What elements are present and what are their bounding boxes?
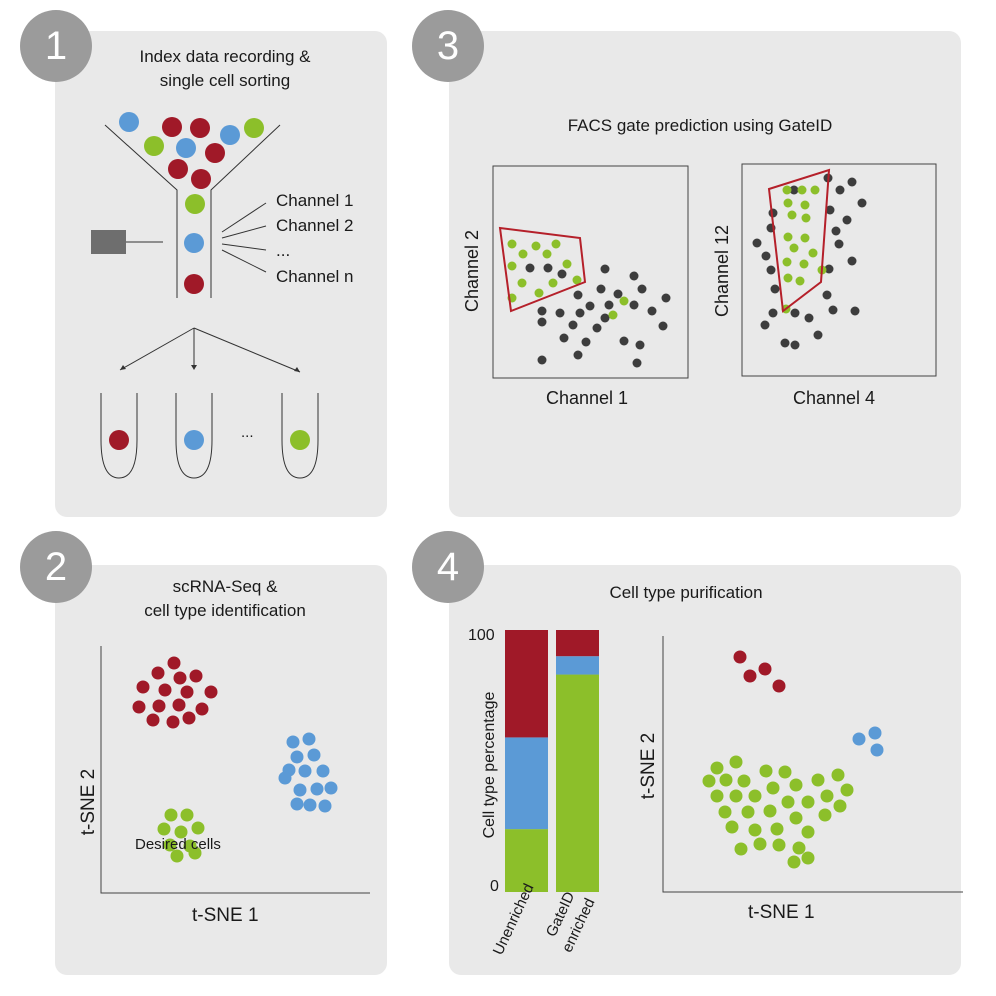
tube-3 bbox=[281, 393, 319, 479]
tsne-xlabel-panel2: t-SNE 1 bbox=[192, 905, 259, 926]
desired-cells-label: Desired cells bbox=[135, 836, 221, 853]
cell-blue bbox=[176, 138, 196, 158]
cell-red bbox=[190, 118, 210, 138]
bar-segment-blue-2 bbox=[556, 656, 599, 675]
panel4-title: Cell type purification bbox=[609, 583, 763, 602]
panel2-title-line1: scRNA-Seq & bbox=[172, 577, 278, 596]
facs-plot1-frame bbox=[492, 165, 689, 379]
tsne-axes-panel4 bbox=[662, 636, 963, 893]
tsne-xlabel-panel4: t-SNE 1 bbox=[748, 902, 815, 923]
funnel-outline-left bbox=[104, 124, 178, 298]
bar-segment-green-1 bbox=[505, 829, 548, 892]
panel-2 bbox=[55, 565, 387, 975]
panel2-title-line2: cell type identification bbox=[144, 601, 306, 620]
cell-green bbox=[185, 194, 205, 214]
facs-plot1-green-cells bbox=[507, 239, 629, 320]
blue-cluster bbox=[278, 732, 338, 813]
cell-blue bbox=[184, 233, 204, 253]
cell-red bbox=[168, 159, 188, 179]
step-badge-1: 1 bbox=[20, 10, 92, 82]
cell-green bbox=[244, 118, 264, 138]
cell-red bbox=[205, 143, 225, 163]
tsne-axes bbox=[100, 646, 370, 894]
cell-blue bbox=[220, 125, 240, 145]
channel-label-1: Channel 1 bbox=[276, 191, 354, 210]
bar-segment-red-2 bbox=[556, 630, 599, 657]
bar-segment-blue-1 bbox=[505, 737, 548, 830]
step-badge-2: 2 bbox=[20, 531, 92, 603]
blue-cluster-small bbox=[852, 726, 884, 757]
tube-cell-red bbox=[109, 430, 129, 450]
facs-gate-1 bbox=[498, 226, 587, 313]
cell-red bbox=[162, 117, 182, 137]
tube-ellipsis: ... bbox=[241, 424, 254, 441]
facs-plot2-dark-cells bbox=[752, 173, 867, 350]
green-cluster bbox=[157, 808, 205, 863]
green-cluster-large bbox=[702, 755, 854, 869]
tsne-ylabel-panel4: t-SNE 2 bbox=[638, 732, 659, 800]
channel-label-n: Channel n bbox=[276, 267, 354, 286]
panel3-title: FACS gate prediction using GateID bbox=[567, 116, 833, 135]
detector-box bbox=[91, 230, 126, 254]
cell-blue bbox=[119, 112, 139, 132]
cell-red bbox=[191, 169, 211, 189]
tube-1 bbox=[100, 393, 138, 479]
red-cluster-small bbox=[733, 650, 786, 693]
tube-2 bbox=[175, 393, 213, 479]
bar-segment-green-2 bbox=[556, 674, 599, 892]
facs-plot1-dark-cells bbox=[525, 263, 671, 368]
funnel-outline-right bbox=[210, 124, 281, 298]
bar-tick-0: 0 bbox=[490, 878, 499, 895]
tube-cell-green bbox=[290, 430, 310, 450]
panel1-title-line2: single cell sorting bbox=[159, 71, 291, 90]
facs-gate-2 bbox=[767, 168, 831, 313]
tube-cell-blue bbox=[184, 430, 204, 450]
cell-red bbox=[184, 274, 204, 294]
facs-plot2-frame bbox=[741, 163, 937, 377]
panel-3 bbox=[449, 31, 961, 517]
facs-plot2-xlabel: Channel 4 bbox=[793, 388, 876, 408]
step-badge-3: 3 bbox=[412, 10, 484, 82]
facs-plot2-green-cells bbox=[781, 185, 827, 314]
bar-segment-red-1 bbox=[505, 630, 548, 738]
red-cluster bbox=[132, 656, 218, 729]
cell-green bbox=[144, 136, 164, 156]
bar-tick-100: 100 bbox=[468, 627, 495, 644]
channel-label-ellipsis: ... bbox=[276, 241, 291, 260]
step-badge-4: 4 bbox=[412, 531, 484, 603]
channel-label-2: Channel 2 bbox=[276, 216, 354, 235]
facs-plot1-xlabel: Channel 1 bbox=[546, 388, 629, 408]
panel1-title-line1: Index data recording & bbox=[139, 47, 311, 66]
